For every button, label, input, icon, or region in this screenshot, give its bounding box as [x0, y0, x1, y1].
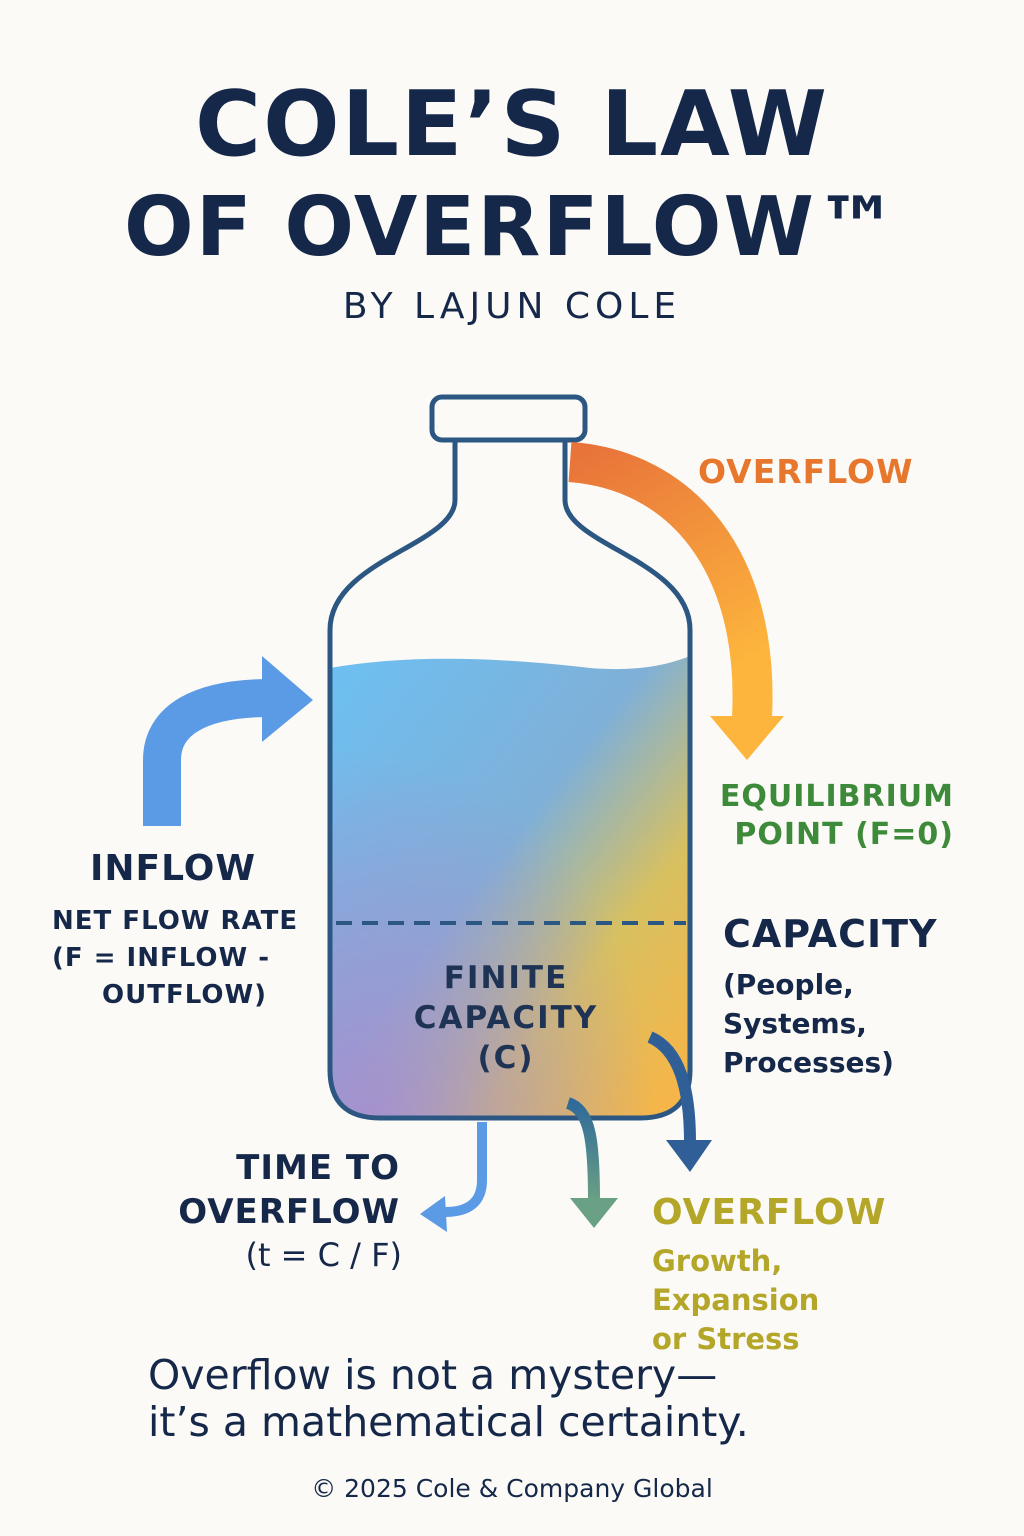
time-arrowhead-icon [420, 1196, 447, 1232]
finite-line-1: FINITE [443, 960, 569, 996]
net-flow-line-1: NET FLOW RATE [52, 906, 299, 936]
net-flow-line-3: OUTFLOW) [102, 980, 268, 1010]
time-to-overflow-label: TIME TO OVERFLOW [178, 1146, 400, 1234]
inflow-title: INFLOW [90, 848, 257, 889]
inflow-arrowhead-icon [262, 656, 313, 742]
overflow-down-arrowhead-icon [666, 1140, 712, 1172]
overflow-bottom-title: OVERFLOW [652, 1192, 887, 1233]
equilibrium-line-1: EQUILIBRIUM [719, 779, 954, 814]
copyright: © 2025 Cole & Company Global [311, 1474, 713, 1503]
time-line-1: TIME TO [236, 1148, 400, 1188]
liquid [330, 656, 690, 1118]
overflow-line-2: Expansion [652, 1283, 820, 1317]
finite-line-3: (C) [477, 1040, 535, 1076]
capacity-line-3: Processes) [723, 1046, 894, 1079]
time-formula: (t = C / F) [245, 1236, 402, 1274]
tagline: Overflow is not a mystery— it’s a mathem… [148, 1352, 749, 1446]
overflow-top-label: OVERFLOW [698, 452, 914, 491]
byline: BY LAJUN COLE [342, 286, 682, 327]
capacity-title: CAPACITY [723, 912, 938, 956]
equilibrium-line-2: POINT (F=0) [734, 817, 954, 852]
overflow-line-1: Growth, [652, 1244, 783, 1278]
outflow-arrowhead-icon [570, 1198, 618, 1228]
outflow-arrow [565, 1097, 600, 1201]
overflow-bottom-details: Growth, Expansion or Stress [652, 1242, 819, 1359]
net-flow-line-2: (F = INFLOW - [52, 943, 270, 973]
bottle-outline [327, 440, 693, 1121]
inflow-arrow [143, 679, 271, 826]
overflow-arrow [568, 442, 773, 720]
time-line-2: OVERFLOW [178, 1192, 400, 1232]
overflow-down-arrow [647, 1031, 696, 1143]
equilibrium-label: EQUILIBRIUM POINT (F=0) [720, 778, 954, 854]
bottle-cap [429, 394, 588, 443]
time-arrow [444, 1122, 487, 1217]
overflow-arrowhead-icon [710, 716, 784, 760]
tagline-line-1: Overflow is not a mystery— [148, 1351, 718, 1399]
title-line-1: COLE’S LAW [195, 72, 829, 177]
capacity-line-2: Systems, [723, 1007, 867, 1040]
finite-line-2: CAPACITY [413, 1000, 599, 1036]
net-flow-rate: NET FLOW RATE (F = INFLOW - OUTFLOW) [52, 903, 298, 1014]
tagline-line-2: it’s a mathematical certainty. [148, 1398, 749, 1446]
title-line-2: OF OVERFLOW™ [124, 180, 900, 275]
overflow-line-3: or Stress [652, 1322, 800, 1356]
finite-capacity-label: FINITE CAPACITY (C) [380, 958, 632, 1078]
capacity-details: (People, Systems, Processes) [723, 965, 894, 1082]
capacity-line-1: (People, [723, 968, 854, 1001]
